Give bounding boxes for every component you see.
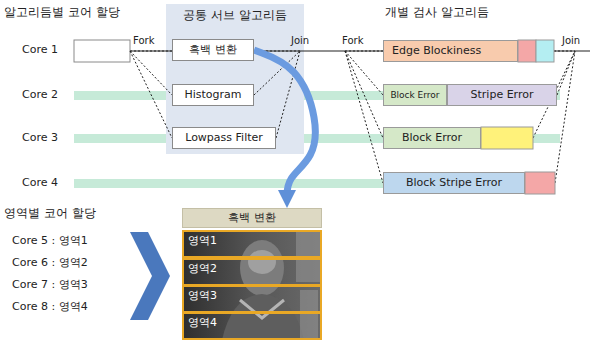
picture-head xyxy=(240,240,284,296)
picture-ground xyxy=(182,230,322,340)
fork-label: Fork xyxy=(342,35,363,46)
node-text: 공통 서브 알고리듬 xyxy=(183,8,287,22)
algorithm-bar: Block Error xyxy=(383,127,481,149)
picture-body xyxy=(222,294,304,340)
process-box: Lowpass Filter xyxy=(172,127,276,149)
image-region: 영역1 xyxy=(182,230,322,258)
flow-arrow xyxy=(254,50,315,199)
fork-wire xyxy=(130,51,172,52)
panel-fill xyxy=(166,4,304,154)
node-text: Edge Blockiness xyxy=(392,44,481,57)
bar-segment xyxy=(481,127,533,149)
node-text: Block Stripe Error xyxy=(406,176,502,189)
core-label: Core 4 xyxy=(22,176,58,189)
image-region: 영역4 xyxy=(182,312,322,340)
picture-detail xyxy=(240,300,284,318)
node-text: Histogram xyxy=(184,88,241,101)
bar-segment xyxy=(518,40,536,62)
node-text: 흑백 변환 xyxy=(189,43,237,56)
join-wire xyxy=(554,51,575,52)
core-assignment: Core 6 : 영역2 xyxy=(12,255,88,270)
node-text: 영역3 xyxy=(188,289,217,302)
algorithm-bar: Block Stripe Error xyxy=(383,172,525,194)
image-region: 영역2 xyxy=(182,258,322,286)
image-header: 흑백 변환 xyxy=(182,208,322,228)
join-wire xyxy=(555,51,575,183)
fork-label: Fork xyxy=(133,35,154,46)
picture-face xyxy=(248,250,276,274)
node-text: Block Error xyxy=(402,131,462,144)
join-label: Join xyxy=(562,35,580,46)
join-label: Join xyxy=(291,35,309,46)
node-text: 영역1 xyxy=(188,234,217,247)
section-heading: 알고리듬별 코어 할당 xyxy=(4,4,120,21)
process-box: Histogram xyxy=(172,84,254,106)
fork-wire xyxy=(345,51,383,183)
section-heading: 개별 검사 알고리듬 xyxy=(385,4,489,21)
picture-detail xyxy=(300,290,318,338)
chevron-symbol xyxy=(130,232,170,320)
fork-wire xyxy=(130,51,172,95)
fork-wire xyxy=(130,51,172,138)
process-box: 흑백 변환 xyxy=(172,39,254,61)
core-assignment: Core 8 : 영역4 xyxy=(12,299,88,314)
node-text: 영역4 xyxy=(188,316,217,329)
node-text: 영역2 xyxy=(188,262,217,275)
core-label: Core 2 xyxy=(22,88,58,101)
node-text: Lowpass Filter xyxy=(185,131,263,144)
fork-wires xyxy=(130,51,575,183)
node-text: 흑백 변환 xyxy=(228,211,276,224)
core-timeline-band xyxy=(74,179,383,188)
grayscale-picture xyxy=(182,230,322,340)
fork-wire xyxy=(345,51,383,52)
core-label: Core 1 xyxy=(22,43,58,56)
algorithm-bar: Block Error xyxy=(383,84,447,106)
start-box xyxy=(74,40,130,62)
fork-wire xyxy=(345,51,383,95)
core-assignment: Core 7 : 영역3 xyxy=(12,277,88,292)
algorithm-bar: Stripe Error xyxy=(447,84,557,106)
image-region: 영역3 xyxy=(182,285,322,313)
bar-segment xyxy=(525,172,555,194)
node-text: Stripe Error xyxy=(471,88,534,101)
node-text: Block Error xyxy=(390,90,439,101)
algorithm-bar: Edge Blockiness xyxy=(383,40,518,62)
section-heading: 영역별 코어 할당 xyxy=(4,205,96,222)
bar-segment xyxy=(536,40,554,62)
core-assignment: Core 5 : 영역1 xyxy=(12,233,88,248)
core-label: Core 3 xyxy=(22,131,58,144)
panel-band: 공통 서브 알고리듬흑백 변환 HistogramLowpass Filter xyxy=(166,4,304,154)
fork-wire xyxy=(345,51,383,138)
